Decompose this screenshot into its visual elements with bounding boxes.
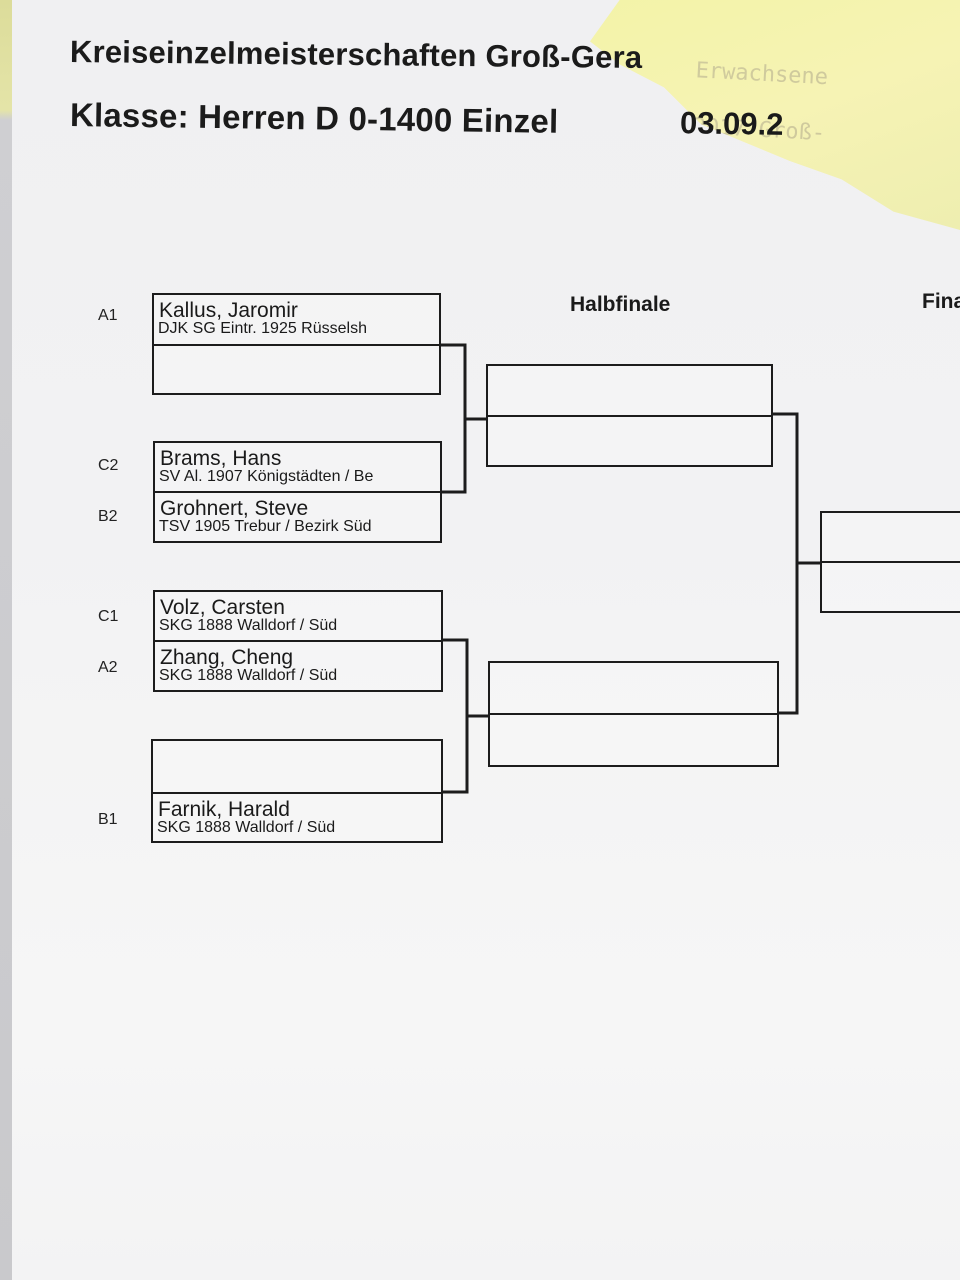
player-club: TSV 1905 Trebur / Bezirk Süd [159, 518, 372, 535]
round-heading-semifinal: Halbfinale [570, 293, 671, 316]
player-slot: Zhang, Cheng SKG 1888 Walldorf / Süd [155, 642, 441, 692]
player-club: SKG 1888 Walldorf / Süd [159, 667, 338, 684]
player-club: SV Al. 1907 Königstädten / Be [159, 468, 374, 485]
match-box-3: Volz, Carsten SKG 1888 Walldorf / Süd Zh… [153, 590, 443, 692]
seed-label: C2 [98, 457, 119, 474]
match-box-2: Brams, Hans SV Al. 1907 Königstädten / B… [153, 441, 442, 543]
slot-divider [490, 713, 777, 715]
player-club: SKG 1888 Walldorf / Süd [157, 819, 336, 836]
player-name: Brams, Hans [160, 447, 282, 470]
match-box-4: Farnik, Harald SKG 1888 Walldorf / Süd [151, 739, 443, 843]
player-club: DJK SG Eintr. 1925 Rüsselsh [158, 320, 367, 337]
player-slot: Volz, Carsten SKG 1888 Walldorf / Süd [155, 592, 441, 642]
seed-label: B1 [98, 811, 118, 828]
player-slot: Brams, Hans SV Al. 1907 Königstädten / B… [155, 443, 440, 493]
seed-label: B2 [98, 508, 118, 525]
player-slot: Kallus, Jaromir DJK SG Eintr. 1925 Rüsse… [154, 295, 439, 345]
slot-divider [155, 640, 441, 642]
slot-divider [488, 415, 771, 417]
semifinal-box-2 [488, 661, 779, 767]
player-slot: Farnik, Harald SKG 1888 Walldorf / Süd [153, 794, 441, 843]
slot-divider [153, 792, 441, 794]
slot-divider [155, 491, 440, 493]
connector-line [441, 343, 467, 494]
player-club: SKG 1888 Walldorf / Süd [159, 617, 338, 634]
final-box [820, 511, 960, 613]
seed-label: A2 [98, 659, 118, 676]
player-name: Zhang, Cheng [160, 646, 294, 669]
slot-divider [154, 344, 439, 346]
player-name: Farnik, Harald [158, 798, 290, 821]
match-box-1: Kallus, Jaromir DJK SG Eintr. 1925 Rüsse… [152, 293, 441, 395]
underlying-paper-strip [0, 0, 12, 1280]
semifinal-box-1 [486, 364, 773, 467]
connector-line [443, 638, 469, 794]
player-name: Kallus, Jaromir [159, 299, 298, 322]
player-name: Grohnert, Steve [160, 497, 309, 520]
player-slot: Grohnert, Steve TSV 1905 Trebur / Bezirk… [155, 493, 440, 543]
round-heading-final: Fina [922, 290, 960, 313]
player-name: Volz, Carsten [160, 596, 285, 619]
connector-line [773, 412, 799, 715]
seed-label: C1 [98, 608, 119, 625]
slot-divider [822, 561, 960, 563]
seed-label: A1 [98, 307, 118, 324]
